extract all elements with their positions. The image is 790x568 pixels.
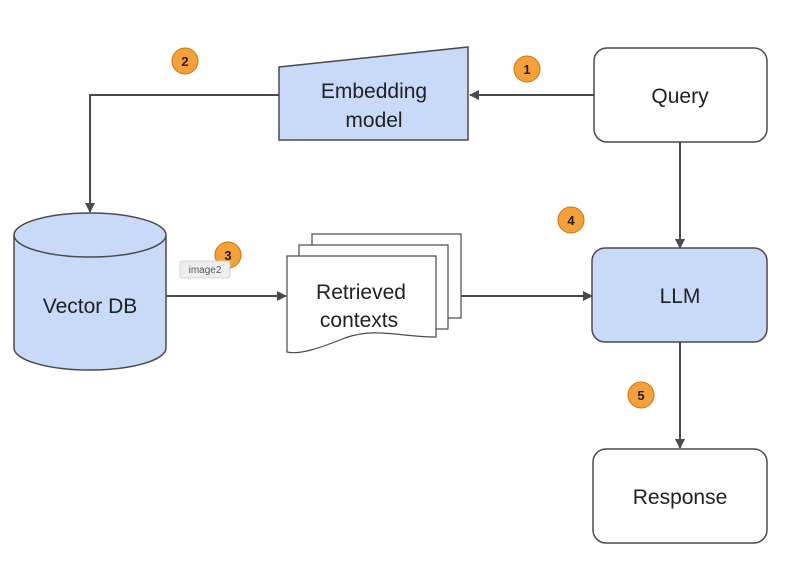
arrow-embedding-to-vector-db: [85, 94, 279, 213]
step-badge-1: 1: [513, 55, 541, 83]
embedding-model-node: Embedding model: [278, 46, 469, 141]
step-badge-4: 4: [557, 206, 585, 234]
response-label: Response: [633, 486, 728, 509]
embedding-model-label-line1: Embedding: [321, 80, 427, 103]
step-badge-2: 2: [171, 47, 199, 75]
llm-label: LLM: [660, 285, 701, 308]
svg-text:3: 3: [224, 248, 231, 263]
connectors: [85, 90, 685, 449]
svg-text:image2: image2: [189, 265, 222, 276]
query-label: Query: [651, 85, 709, 108]
llm-node: LLM: [591, 247, 768, 343]
retrieved-contexts-label-line1: Retrieved: [316, 281, 406, 304]
retrieved-contexts-node: Retrieved contexts: [286, 233, 462, 354]
retrieved-contexts-label-line2: contexts: [320, 309, 398, 332]
svg-text:2: 2: [181, 54, 188, 69]
response-node: Response: [592, 448, 768, 544]
vector-db-label: Vector DB: [43, 295, 138, 318]
query-node: Query: [593, 47, 768, 143]
embedding-model-label-line2: model: [345, 109, 402, 132]
image2-tag: image2: [179, 260, 231, 279]
svg-text:5: 5: [637, 388, 644, 403]
svg-text:1: 1: [523, 62, 530, 77]
vector-db-node: Vector DB: [13, 212, 167, 371]
svg-text:4: 4: [567, 213, 575, 228]
step-badge-5: 5: [627, 381, 655, 409]
